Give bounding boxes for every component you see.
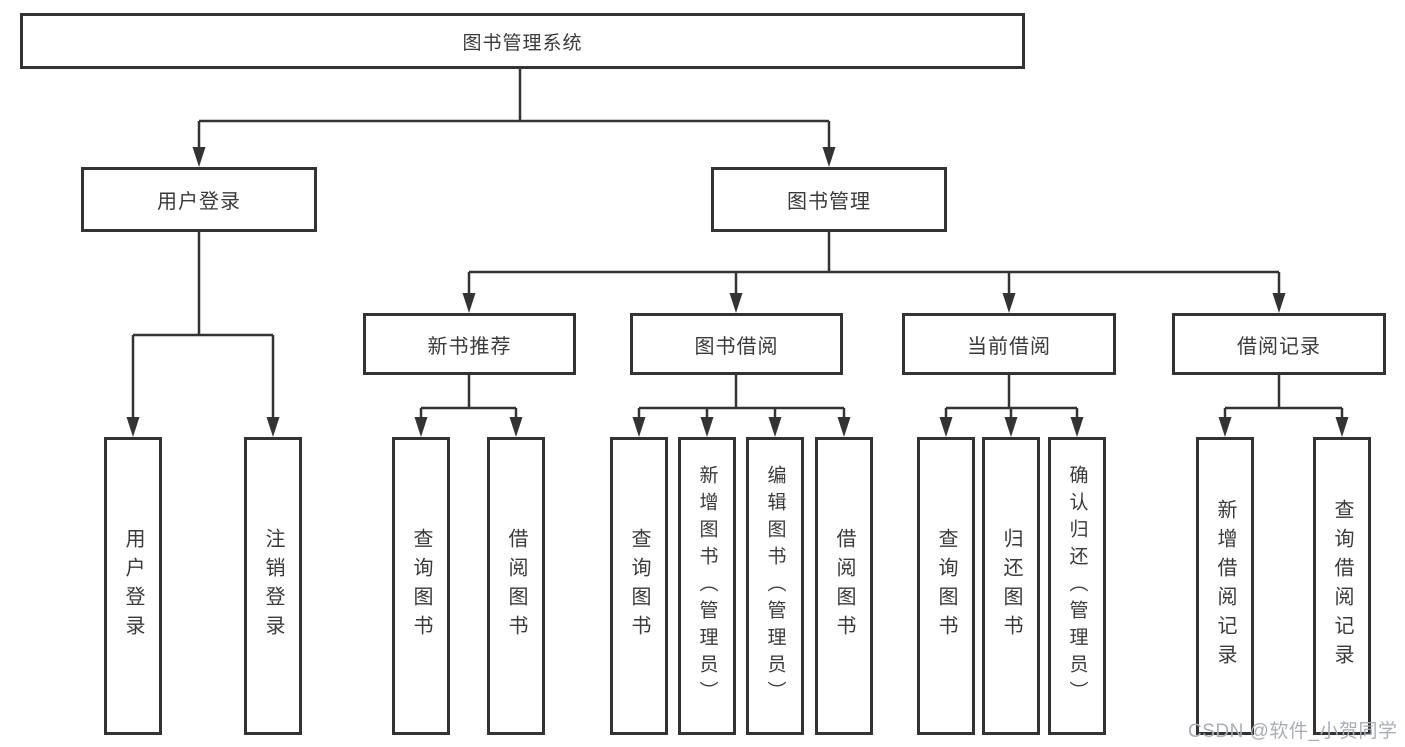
node-library-system: 图书管理系统 bbox=[20, 13, 1025, 69]
node-logout-login: 注销登录 bbox=[244, 437, 302, 735]
node-new-book-recommend: 新书推荐 bbox=[363, 313, 576, 375]
node-cb-confirm-return-admin: 确认归还（管理员） bbox=[1048, 437, 1106, 735]
node-book-management: 图书管理 bbox=[711, 167, 947, 232]
node-cb-return-books: 归还图书 bbox=[982, 437, 1040, 735]
node-current-borrowing: 当前借阅 bbox=[902, 313, 1116, 375]
node-user-login-leaf: 用户登录 bbox=[104, 437, 162, 735]
node-bb-borrow-books: 借阅图书 bbox=[815, 437, 873, 735]
node-bb-query-books: 查询图书 bbox=[610, 437, 668, 735]
node-book-borrowing: 图书借阅 bbox=[630, 313, 843, 375]
node-cb-query-books: 查询图书 bbox=[917, 437, 975, 735]
node-nb-borrow-books: 借阅图书 bbox=[487, 437, 545, 735]
node-bb-add-books-admin: 新增图书（管理员） bbox=[678, 437, 736, 735]
csdn-watermark: CSDN @软件_小贺同学 bbox=[1188, 721, 1398, 742]
node-br-query-borrow-record: 查询借阅记录 bbox=[1313, 437, 1371, 735]
node-bb-edit-books-admin: 编辑图书（管理员） bbox=[746, 437, 804, 735]
node-br-add-borrow-record: 新增借阅记录 bbox=[1196, 437, 1254, 735]
node-user-login: 用户登录 bbox=[81, 167, 317, 232]
node-nb-query-books: 查询图书 bbox=[392, 437, 450, 735]
node-borrowing-records: 借阅记录 bbox=[1172, 313, 1386, 375]
